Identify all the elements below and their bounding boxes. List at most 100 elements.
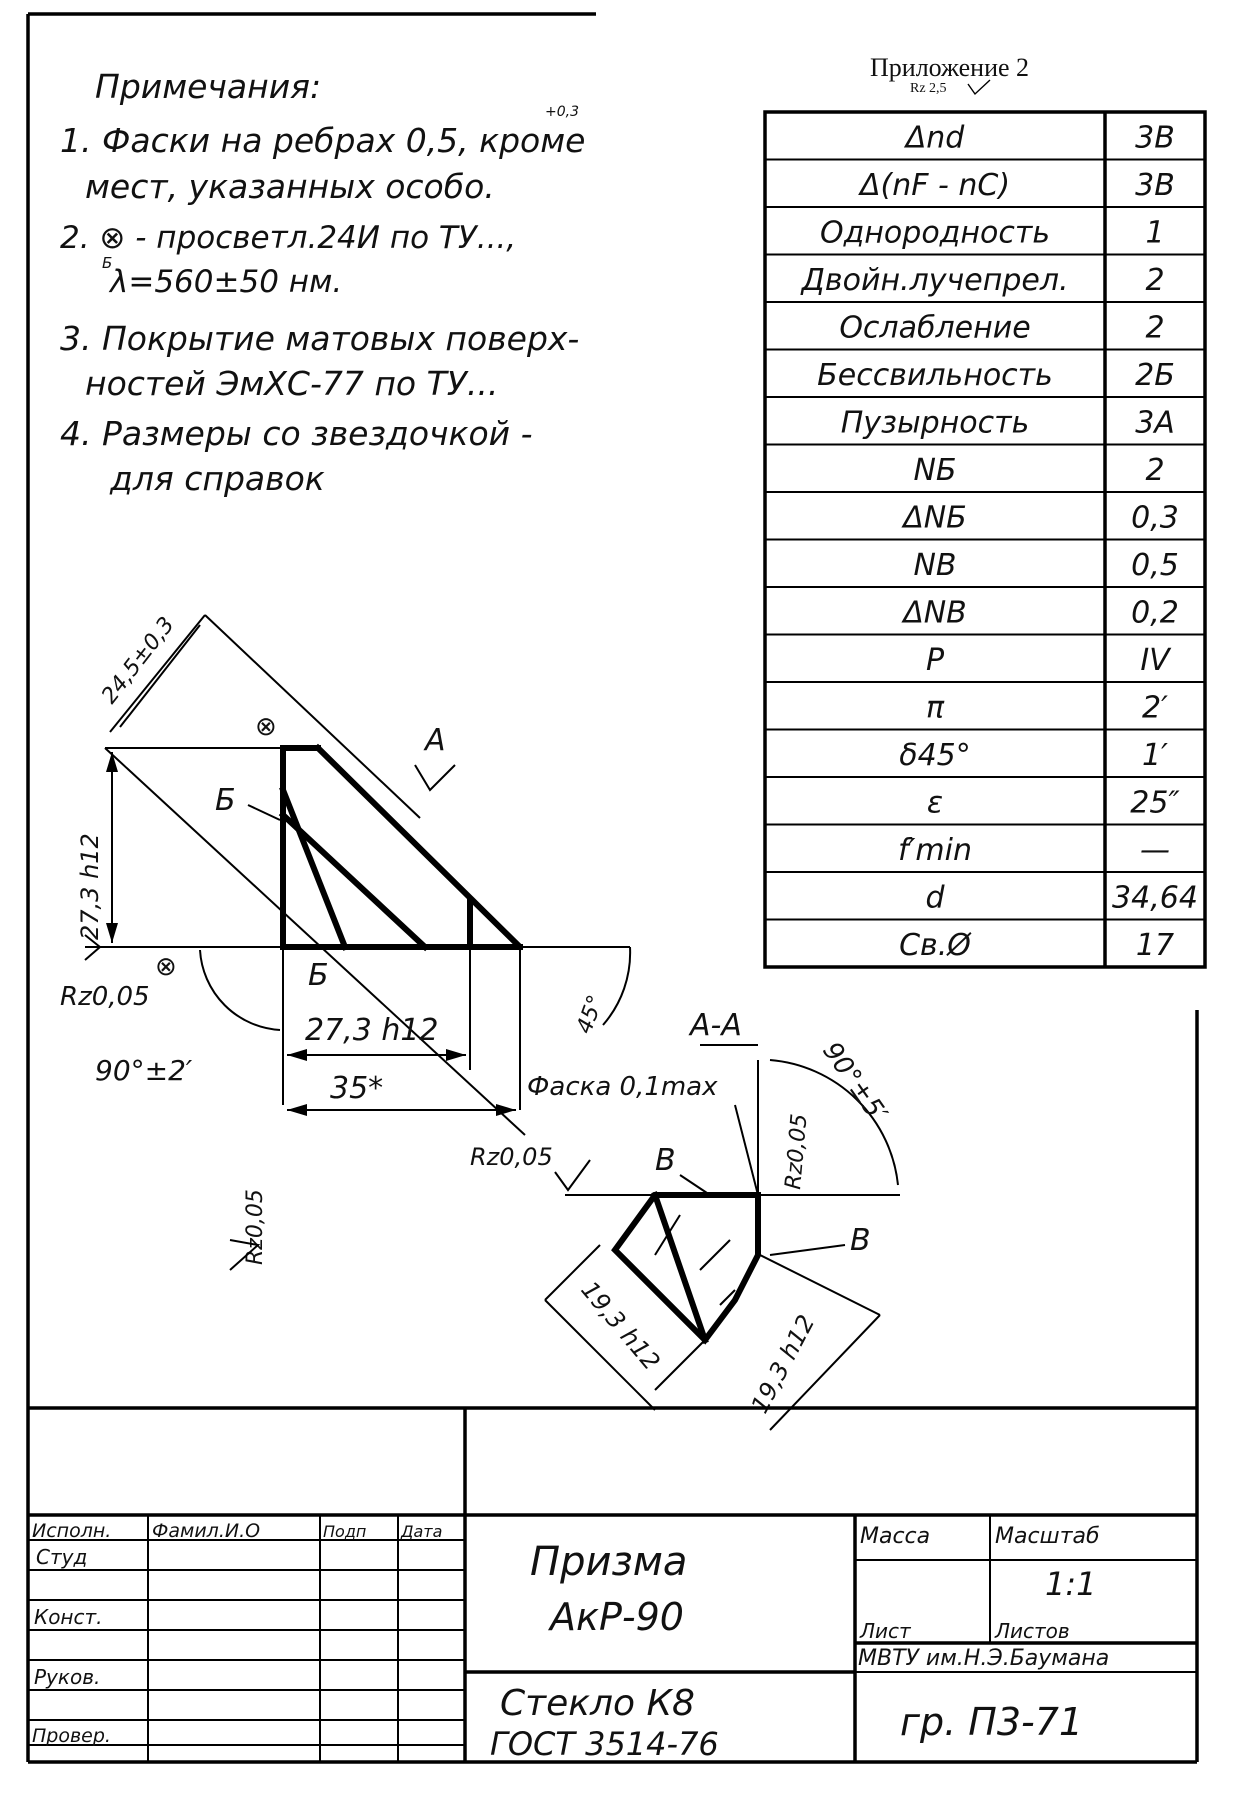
rz-section-right: Rz0,05 — [781, 1113, 813, 1191]
lens-mark-1: ⊗ — [255, 712, 277, 742]
row-designer: Конст. — [34, 1605, 103, 1629]
req-value: 1 — [1145, 216, 1164, 251]
prism-inner-line-1 — [279, 786, 349, 951]
section-dim-right: 19,3 h12 — [746, 1310, 821, 1417]
req-value: 3А — [1135, 406, 1175, 441]
req-value: 2 — [1145, 453, 1164, 488]
prism-hypotenuse — [313, 743, 525, 952]
sheet-label: Лист — [859, 1619, 912, 1643]
req-param: Пузырность — [841, 406, 1030, 441]
requirements-rows: Δnd 3В Δ(nF - nC) 3В Однородность 1Двойн.луче… — [799, 121, 1197, 964]
req-value: 2′ — [1142, 691, 1168, 726]
group-label: гр. П3-71 — [900, 1700, 1083, 1744]
rz-section-left: Rz0,05 — [470, 1143, 553, 1171]
req-param: NВ — [913, 548, 956, 583]
req-param: Однородность — [820, 216, 1050, 251]
requirements-table: Δnd 3В Δ(nF - nC) 3В Однородность 1Двойн.луче… — [763, 110, 1207, 969]
lens-mark-2: ⊗ — [155, 952, 177, 982]
requirements-grid — [763, 110, 1207, 969]
col-performer: Исполн. — [32, 1520, 111, 1542]
rz-bottom: Rz0,05 — [243, 1189, 268, 1265]
req-value: 2 — [1145, 263, 1164, 298]
sheet-frame — [26, 12, 1199, 1764]
dim-base: 35* — [330, 1071, 383, 1106]
scale-label: Масштаб — [995, 1524, 1100, 1549]
note-line-8: для справок — [109, 459, 325, 498]
req-param: f′min — [898, 833, 972, 868]
sheets-label: Листов — [994, 1619, 1070, 1643]
scale-value: 1:1 — [1045, 1565, 1097, 1603]
prism-main-view: 24,5±0,3 27,3 h12 27,3 h12 35* 45° 90°±2… — [60, 613, 632, 1271]
chamfer-label: Фаска 0,1max — [527, 1072, 718, 1102]
section-view: А-А 19,3 h12 19,3 h12 90°±5′ Фаска 0,1ma… — [470, 1008, 900, 1431]
note-line-1: 1. Фаски на ребрах 0,5, кроме — [60, 121, 585, 160]
req-value: 34,64 — [1112, 881, 1198, 916]
req-value: 2 — [1145, 311, 1164, 346]
row-supervisor: Руков. — [34, 1665, 100, 1689]
note-line-6: ностей ЭмХС-77 по ТУ... — [85, 364, 498, 403]
note-line-7: 4. Размеры со звездочкой - — [60, 414, 532, 453]
req-param: Δ(nF - nC) — [858, 168, 1010, 203]
req-param: NБ — [913, 453, 956, 488]
label-A: A — [423, 723, 446, 758]
notes-title: Примечания: — [95, 67, 321, 106]
req-param: π — [926, 691, 945, 726]
req-value: 3В — [1135, 121, 1175, 156]
mass-label: Масса — [860, 1524, 930, 1549]
req-param: Бессвильность — [817, 358, 1053, 393]
req-value: 2Б — [1135, 358, 1175, 393]
req-param: δ45° — [899, 738, 971, 773]
req-value: 0,2 — [1131, 596, 1179, 631]
dim-width: 27,3 h12 — [305, 1013, 439, 1048]
label-B-face2: Б — [308, 958, 329, 993]
section-label: А-А — [688, 1008, 742, 1043]
section-angle: 90°±5′ — [816, 1037, 892, 1128]
material-line-1: Стекло К8 — [500, 1683, 695, 1724]
req-param: ε — [927, 786, 943, 821]
req-param: Δnd — [904, 121, 966, 156]
dim-angle-left: 90°±2′ — [95, 1054, 193, 1087]
req-value: 25″ — [1130, 786, 1180, 821]
note-subscript: Б — [102, 254, 112, 272]
dim-height: 27,3 h12 — [76, 833, 104, 940]
title-block: Исполн. Фамил.И.О Подп Дата Студ Конст. … — [28, 1406, 1197, 1763]
organization: МВТУ им.Н.Э.Баумана — [858, 1646, 1109, 1671]
rz-left: Rz0,05 — [60, 982, 150, 1012]
req-param: ΔNБ — [901, 501, 967, 536]
notes-block: Примечания: 1. Фаски на ребрах 0,5, кром… — [60, 67, 585, 498]
note-line-3: 2. ⊗ - просветл.24И по ТУ..., — [60, 220, 516, 256]
row-checker: Провер. — [32, 1725, 111, 1747]
req-value: 0,5 — [1131, 548, 1179, 583]
col-name: Фамил.И.О — [152, 1520, 260, 1542]
req-value: 0,3 — [1131, 501, 1179, 536]
appendix-label: Приложение 2 — [870, 53, 1029, 82]
req-param: P — [926, 643, 945, 678]
corner-roughness: Rz 2,5 — [910, 81, 947, 96]
note-line-4: λ=560±50 нм. — [108, 264, 342, 300]
prism-inner-line-2 — [278, 810, 430, 952]
label-B-face: Б — [215, 783, 236, 818]
row-student: Студ — [36, 1545, 87, 1569]
part-name: Призма — [530, 1539, 687, 1585]
req-value: IV — [1140, 643, 1172, 678]
label-V1: В — [655, 1143, 676, 1178]
req-param: ΔNВ — [901, 596, 967, 631]
req-value: 3В — [1135, 168, 1175, 203]
col-sign: Подп — [323, 1522, 366, 1541]
req-param: Ослабление — [839, 311, 1030, 346]
req-value: — — [1140, 833, 1170, 868]
note-superscript: +0,3 — [545, 104, 579, 120]
req-value: 17 — [1136, 928, 1174, 963]
roughness-check-icon — [967, 79, 991, 96]
req-param: d — [925, 881, 945, 916]
req-param: Двойн.лучепрел. — [799, 263, 1068, 298]
section-outline — [611, 1192, 761, 1345]
note-line-2: мест, указанных особо. — [85, 167, 495, 206]
col-date: Дата — [400, 1522, 442, 1541]
label-V2: В — [850, 1223, 871, 1258]
note-line-5: 3. Покрытие матовых поверх- — [60, 319, 579, 358]
req-value: 1′ — [1142, 738, 1168, 773]
req-param: Св.Ø — [899, 928, 972, 963]
part-code: АкР-90 — [547, 1595, 684, 1639]
